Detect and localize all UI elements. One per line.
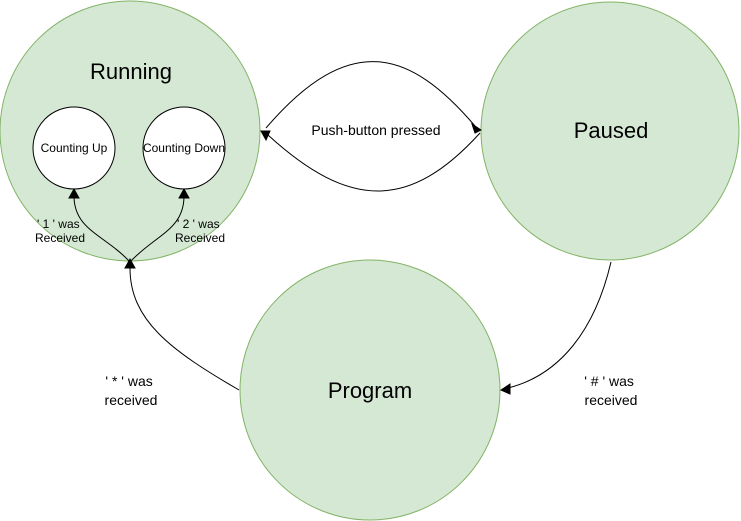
paused-state <box>480 1 740 261</box>
received-2-line2: Received <box>175 231 225 245</box>
push-button-label: Push-button pressed <box>311 122 440 138</box>
counting-up-label: Counting Up <box>41 141 108 155</box>
running-label: Running <box>90 59 172 84</box>
arrowhead-running-bottom <box>124 257 136 269</box>
edge-to-counting-down <box>129 195 185 263</box>
program-state <box>239 259 501 521</box>
received-star-line2: received <box>105 392 158 408</box>
program-label: Program <box>328 378 412 403</box>
received-1-line2: Received <box>35 231 85 245</box>
arrowhead-counting-up <box>68 187 80 199</box>
arrowhead-counting-down <box>178 187 190 199</box>
edge-paused-to-running <box>267 132 481 192</box>
received-hash-label: ' # ' was received <box>584 373 638 408</box>
received-hash-line1: ' # ' was <box>584 373 634 389</box>
edge-running-to-paused <box>265 61 476 129</box>
received-2-line1: ' 2 ' was <box>177 217 220 231</box>
received-1-line1: ' 1 ' was <box>37 217 80 231</box>
paused-label: Paused <box>574 118 649 143</box>
received-star-line1: ' * ' was <box>105 373 152 389</box>
received-1-label: ' 1 ' was Received <box>35 217 85 245</box>
received-2-label: ' 2 ' was Received <box>175 217 225 245</box>
arrowhead-running <box>260 130 271 142</box>
edge-program-to-running <box>129 267 240 391</box>
arrowhead-paused <box>471 122 482 134</box>
received-star-label: ' * ' was received <box>105 373 158 408</box>
edge-paused-to-program <box>507 261 612 389</box>
received-hash-line2: received <box>585 392 638 408</box>
edge-to-counting-up <box>73 195 131 263</box>
counting-down-label: Counting Down <box>143 141 225 155</box>
arrowhead-program <box>499 383 511 395</box>
